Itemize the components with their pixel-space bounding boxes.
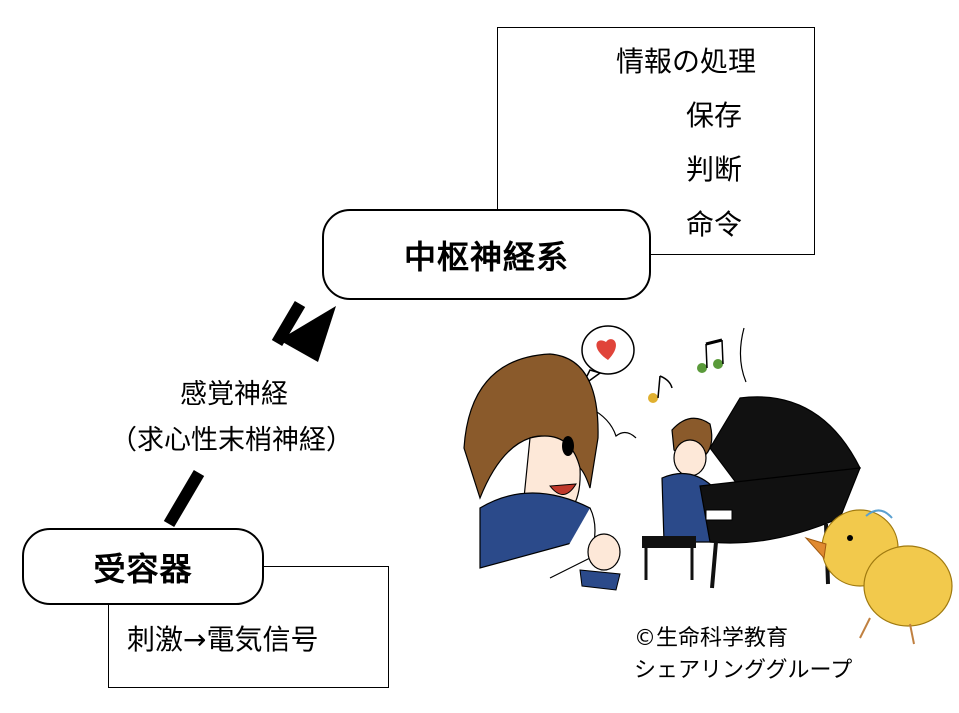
afferent-nerve-label: （求心性末梢神経） (110, 425, 353, 456)
receptor-node: 受容器 (22, 528, 264, 605)
cns-function-judgment: 判断 (686, 153, 743, 186)
music-notes-icon (648, 327, 747, 403)
cns-function-command: 命令 (686, 208, 743, 241)
cns-node-label: 中枢神経系 (403, 237, 569, 276)
arrow-shaft-upper (271, 300, 306, 347)
illustration (463, 325, 953, 645)
credit-line-1: ©生命科学教育 (634, 626, 789, 651)
heart-bubble-icon (581, 325, 635, 387)
arrow-shaft-lower (163, 469, 205, 528)
receptor-node-label: 受容器 (93, 549, 193, 588)
arrow-head (279, 306, 336, 362)
credit-line-2: シェアリンググループ (634, 658, 853, 683)
cns-function-storage: 保存 (686, 99, 743, 132)
receptor-function-text: 刺激→電気信号 (127, 623, 319, 656)
pianist-character (642, 417, 713, 580)
girl-character (463, 353, 621, 591)
grand-piano-icon (699, 396, 861, 589)
sensory-nerve-label: 感覚神経 (180, 379, 288, 410)
chick-icon (804, 509, 953, 645)
cns-function-processing: 情報の処理 (616, 45, 757, 78)
squiggle-decoration (589, 407, 637, 439)
cns-node: 中枢神経系 (322, 209, 651, 300)
